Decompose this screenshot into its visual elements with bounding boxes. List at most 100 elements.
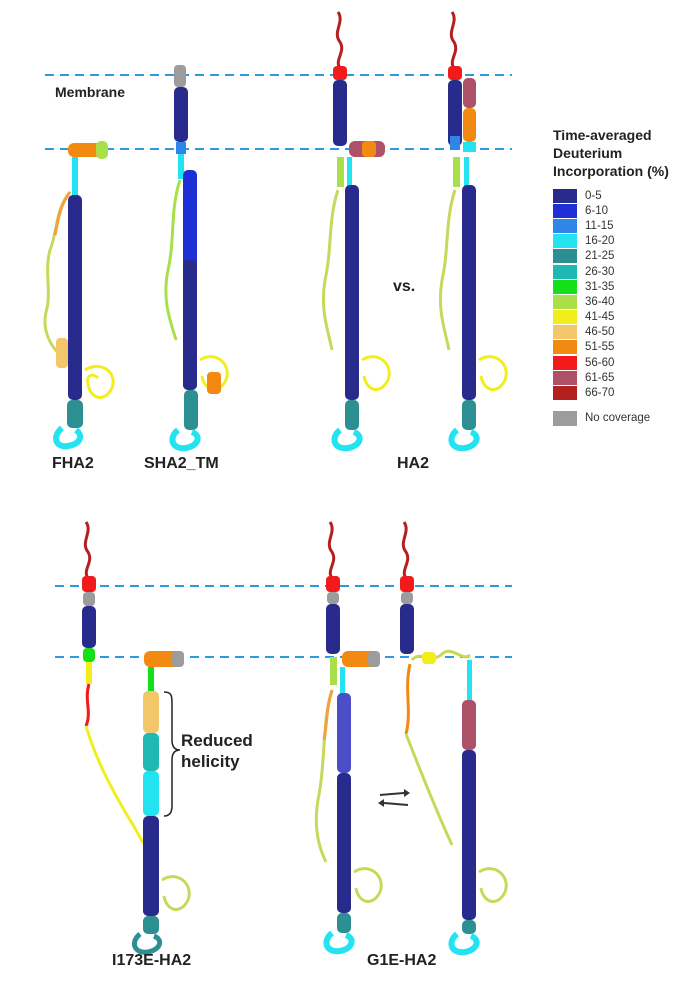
i173e-helix-yellow	[143, 691, 159, 733]
i173e-yellow-linker	[86, 662, 92, 684]
g1e-b-gray	[401, 592, 413, 604]
g1e-a-loop-orange	[322, 689, 334, 741]
legend-row: 26-30	[553, 264, 693, 279]
sha2-tm-loop	[164, 179, 182, 341]
ha2-a-tm-helix	[333, 80, 347, 146]
fha2-fusion-helix-tip	[96, 141, 108, 159]
legend-row: 61-65	[553, 370, 693, 385]
legend-row: 66-70	[553, 385, 693, 401]
i173e-red-cap	[82, 576, 96, 592]
i173e-helix-teal	[143, 733, 159, 771]
g1e-a-n-term	[327, 521, 336, 579]
fha2-globule	[84, 364, 115, 399]
g1e-b-n-term	[401, 521, 410, 579]
g1e-b-cyan-linker	[467, 660, 472, 700]
ha2-b-tm-helix	[448, 80, 462, 146]
legend-swatch	[553, 340, 577, 355]
i173e-green-linker	[148, 667, 154, 691]
legend-bin-label: 36-40	[585, 295, 615, 308]
equilibrium-arrows-icon	[378, 789, 410, 807]
ha2-b-fusion-orange	[463, 108, 476, 142]
legend-bin-label: 16-20	[585, 235, 615, 248]
g1e-a-long-helix-blue	[337, 693, 351, 773]
legend-bin-label: 61-65	[585, 371, 615, 384]
fha2-loop-orange	[53, 191, 72, 236]
structure-sha2-tm	[164, 65, 229, 452]
fha2-bottom-helix	[67, 400, 83, 428]
legend-row: 36-40	[553, 294, 693, 309]
ha2-b-tm-cyan	[450, 136, 460, 150]
ha2-b-cyan-linker	[464, 157, 469, 187]
fha2-long-helix	[68, 195, 82, 400]
versus-label: vs.	[393, 278, 416, 295]
g1e-a-linker	[330, 657, 337, 685]
structure-fha2	[43, 141, 115, 450]
sha2-tm-bottom-helix	[184, 390, 198, 430]
g1e-a-long-helix	[337, 773, 351, 913]
ha2-b-c-term	[448, 427, 480, 452]
reduced-helicity-label: Reduced helicity	[181, 731, 253, 771]
g1e-b-loop	[404, 733, 454, 846]
ha2-b-globule	[478, 355, 508, 391]
g1e-b-long-helix	[462, 750, 476, 920]
legend-swatch	[553, 294, 577, 309]
legend-row: 41-45	[553, 310, 693, 325]
g1e-b-orange-loop	[404, 663, 412, 735]
sha2-tm-side-helix	[207, 372, 221, 394]
i173e-yellow-loop	[84, 725, 148, 848]
sha2-tm-c-term	[169, 427, 201, 452]
ha2-a-long-helix	[345, 185, 359, 400]
legend-no-coverage: No coverage	[553, 410, 693, 426]
i173e-fusion-gray	[172, 651, 184, 667]
fha2-linker	[72, 157, 78, 197]
structure-ha2-b	[438, 11, 508, 452]
ha2-a-c-term	[331, 427, 363, 452]
g1e-a-gray	[327, 592, 339, 604]
legend-bin-label: 56-60	[585, 356, 615, 369]
g1e-b-tm-helix	[400, 604, 414, 654]
g1e-b-fusion-loop	[410, 649, 471, 662]
legend-row: 11-15	[553, 218, 693, 233]
legend-bin-label: 0-5	[585, 189, 602, 202]
reduced-helicity-bracket	[163, 691, 181, 817]
legend-swatch	[553, 279, 577, 294]
legend-bin-label: 6-10	[585, 204, 609, 217]
g1e-a-cyan-linker	[340, 667, 345, 695]
legend-row: 56-60	[553, 355, 693, 370]
ha2-b-loop	[438, 189, 457, 351]
sha2-tm-long-helix-dark	[183, 260, 197, 390]
legend-row: 0-5	[553, 188, 693, 203]
g1e-a-globule	[353, 867, 383, 903]
g1e-b-globule	[478, 867, 508, 903]
legend-row: 31-35	[553, 279, 693, 294]
legend-row: 51-55	[553, 340, 693, 355]
legend-no-coverage-swatch	[553, 410, 577, 426]
legend-bin-label: 26-30	[585, 265, 615, 278]
g1e-a-bottom-helix	[337, 913, 351, 933]
legend-bin-label: 11-15	[585, 219, 614, 232]
legend-bin-label: 21-25	[585, 250, 615, 263]
legend-row: 46-50	[553, 325, 693, 340]
g1e-label: G1E-HA2	[367, 952, 437, 969]
ha2-a-linker	[337, 157, 344, 187]
g1e-a-tm-helix	[326, 604, 340, 654]
legend-row: 16-20	[553, 234, 693, 249]
ha2-b-long-helix	[462, 185, 476, 400]
i173e-label: I173E-HA2	[112, 952, 192, 969]
g1e-b-fusion-cap	[422, 652, 436, 664]
ha2-b-n-term	[449, 11, 458, 69]
legend-bin-label: 46-50	[585, 326, 615, 339]
legend-swatch	[553, 355, 577, 370]
i173e-helix-cyan	[143, 771, 159, 816]
ha2-label: HA2	[397, 455, 430, 472]
fha2-c-term	[53, 425, 84, 450]
ha2-a-bottom-helix	[345, 400, 359, 430]
g1e-b-red-cap	[400, 576, 414, 592]
structure-ha2-a	[321, 11, 391, 452]
ha2-b-linker	[453, 157, 460, 187]
sha2-tm-tm-helix	[174, 87, 188, 142]
fha2-label: FHA2	[52, 455, 94, 472]
structure-i173e-ha2	[82, 521, 191, 955]
sha2-tm-label: SHA2_TM	[144, 455, 219, 472]
